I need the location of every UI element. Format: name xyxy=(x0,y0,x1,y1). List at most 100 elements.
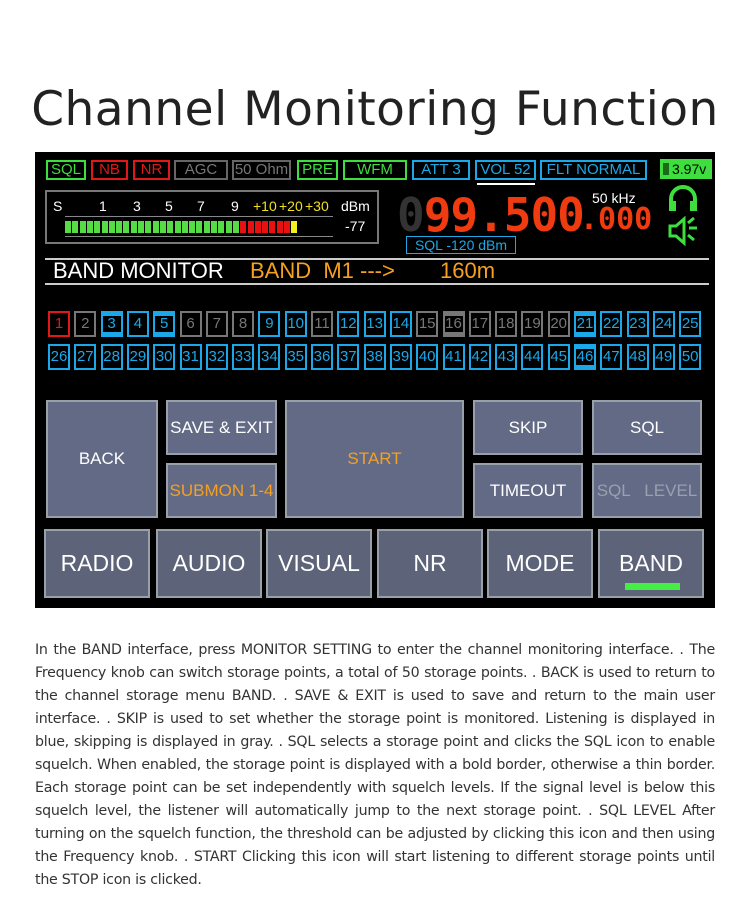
channel-34[interactable]: 34 xyxy=(258,344,281,370)
channel-19[interactable]: 19 xyxy=(521,311,544,337)
meter-segment xyxy=(130,221,137,233)
headphone-icon[interactable] xyxy=(667,185,699,213)
timeout-button[interactable]: TIMEOUT xyxy=(473,463,583,518)
channel-48[interactable]: 48 xyxy=(626,344,649,370)
channel-18[interactable]: 18 xyxy=(495,311,518,337)
nav-nr[interactable]: NR xyxy=(377,529,483,598)
frequency-step[interactable]: 50 kHz xyxy=(592,190,636,206)
meter-segment xyxy=(232,221,239,233)
meter-segment xyxy=(94,221,101,233)
channel-15[interactable]: 15 xyxy=(416,311,439,337)
channel-23[interactable]: 23 xyxy=(626,311,649,337)
channel-50[interactable]: 50 xyxy=(679,344,702,370)
meter-scale-label: 5 xyxy=(165,198,173,214)
band-selection: BAND M1 ---> xyxy=(250,258,395,283)
battery-indicator: 3.97v xyxy=(660,159,712,179)
channel-28[interactable]: 28 xyxy=(100,344,123,370)
status-tag-wfm[interactable]: WFM xyxy=(343,160,407,180)
channel-7[interactable]: 7 xyxy=(205,311,228,337)
nav-visual[interactable]: VISUAL xyxy=(266,529,372,598)
channel-5[interactable]: 5 xyxy=(153,311,176,337)
channel-9[interactable]: 9 xyxy=(258,311,281,337)
meter-segment xyxy=(79,221,86,233)
status-tag-att-3[interactable]: ATT 3 xyxy=(412,160,470,180)
back-button[interactable]: BACK xyxy=(46,400,158,518)
channel-25[interactable]: 25 xyxy=(679,311,702,337)
status-tag-sql[interactable]: SQL xyxy=(46,160,86,180)
save-exit-button[interactable]: SAVE & EXIT xyxy=(166,400,277,455)
channel-4[interactable]: 4 xyxy=(126,311,149,337)
channel-47[interactable]: 47 xyxy=(600,344,623,370)
status-tag-vol-52[interactable]: VOL 52 xyxy=(475,160,536,180)
status-tag-flt-normal[interactable]: FLT NORMAL xyxy=(540,160,647,180)
channel-2[interactable]: 2 xyxy=(74,311,97,337)
channel-40[interactable]: 40 xyxy=(416,344,439,370)
channel-30[interactable]: 30 xyxy=(153,344,176,370)
sql-level-badge: SQL -120 dBm xyxy=(406,236,516,254)
nav-mode[interactable]: MODE xyxy=(487,529,593,598)
channel-39[interactable]: 39 xyxy=(389,344,412,370)
meter-segment xyxy=(72,221,79,233)
channel-38[interactable]: 38 xyxy=(363,344,386,370)
meter-segment xyxy=(211,221,217,233)
channel-43[interactable]: 43 xyxy=(495,344,518,370)
channel-41[interactable]: 41 xyxy=(442,344,465,370)
meter-segment xyxy=(152,221,159,233)
channel-32[interactable]: 32 xyxy=(205,344,228,370)
channel-3[interactable]: 3 xyxy=(100,311,123,337)
start-button[interactable]: START xyxy=(285,400,464,518)
channel-49[interactable]: 49 xyxy=(652,344,675,370)
channel-13[interactable]: 13 xyxy=(363,311,386,337)
channel-20[interactable]: 20 xyxy=(547,311,570,337)
meter-segment xyxy=(189,221,196,233)
submon-button[interactable]: SUBMON 1-4 xyxy=(166,463,277,518)
nav-band[interactable]: BAND xyxy=(598,529,704,598)
frequency-main: 99.500 xyxy=(423,188,585,242)
channel-24[interactable]: 24 xyxy=(652,311,675,337)
meter-scale-label: +10 xyxy=(253,198,277,214)
nav-audio[interactable]: AUDIO xyxy=(156,529,262,598)
skip-button[interactable]: SKIP xyxy=(473,400,583,455)
channel-44[interactable]: 44 xyxy=(521,344,544,370)
battery-icon xyxy=(663,163,669,175)
channel-27[interactable]: 27 xyxy=(74,344,97,370)
divider xyxy=(45,283,709,285)
meter-segment xyxy=(145,221,152,233)
sql-button[interactable]: SQL xyxy=(592,400,702,455)
channel-22[interactable]: 22 xyxy=(600,311,623,337)
channel-36[interactable]: 36 xyxy=(311,344,333,370)
channel-12[interactable]: 12 xyxy=(337,311,360,337)
meter-segment xyxy=(123,221,130,233)
channel-42[interactable]: 42 xyxy=(468,344,491,370)
status-tag-50-ohm[interactable]: 50 Ohm xyxy=(232,160,291,180)
status-tag-agc[interactable]: AGC xyxy=(174,160,228,180)
channel-17[interactable]: 17 xyxy=(468,311,491,337)
channel-6[interactable]: 6 xyxy=(179,311,202,337)
meter-segment xyxy=(218,221,225,233)
channel-1[interactable]: 1 xyxy=(48,311,70,337)
channel-14[interactable]: 14 xyxy=(389,311,412,337)
nav-radio[interactable]: RADIO xyxy=(44,529,150,598)
channel-10[interactable]: 10 xyxy=(284,311,307,337)
sql-level-button[interactable]: SQL LEVEL xyxy=(592,463,702,518)
channel-26[interactable]: 26 xyxy=(48,344,70,370)
speaker-icon[interactable] xyxy=(667,216,699,246)
meter-segment xyxy=(116,221,123,233)
channel-16[interactable]: 16 xyxy=(442,311,465,337)
channel-33[interactable]: 33 xyxy=(232,344,255,370)
channel-37[interactable]: 37 xyxy=(337,344,360,370)
meter-scale-label: 9 xyxy=(231,198,239,214)
channel-21[interactable]: 21 xyxy=(574,311,596,337)
channel-11[interactable]: 11 xyxy=(311,311,333,337)
status-tag-nr[interactable]: NR xyxy=(133,160,170,180)
frequency-display: 099.500 xyxy=(397,188,585,242)
channel-45[interactable]: 45 xyxy=(547,344,570,370)
status-tag-nb[interactable]: NB xyxy=(91,160,128,180)
status-tag-pre[interactable]: PRE xyxy=(297,160,338,180)
channel-46[interactable]: 46 xyxy=(574,344,596,370)
channel-35[interactable]: 35 xyxy=(284,344,307,370)
channel-29[interactable]: 29 xyxy=(126,344,149,370)
channel-31[interactable]: 31 xyxy=(179,344,202,370)
channel-8[interactable]: 8 xyxy=(232,311,255,337)
